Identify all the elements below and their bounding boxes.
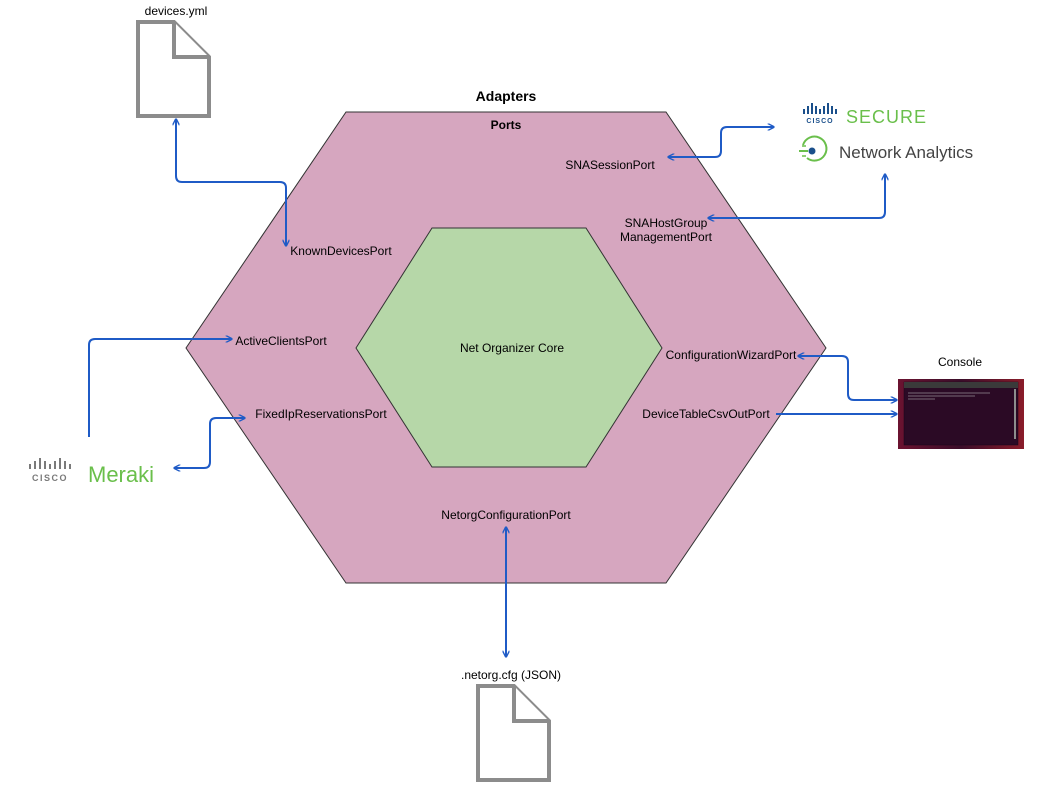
port-config-wizard: ConfigurationWizardPort [666,348,797,362]
core-hexagon [355,227,663,468]
cisco-secure-logo: CISCO SECURE [803,103,927,127]
arrow-fixed-ip-to-meraki [174,418,245,468]
console-label: Console [938,355,982,369]
meraki-cisco-word: CISCO [32,473,68,483]
port-known-devices: KnownDevicesPort [290,244,392,258]
port-sna-session: SNASessionPort [565,158,655,172]
file-label-netorg-cfg: .netorg.cfg (JSON) [461,668,561,682]
port-fixed-ip: FixedIpReservationsPort [255,407,387,421]
port-sna-hostgroup-line2: ManagementPort [620,230,713,244]
arrow-meraki-to-active-clients [88,339,232,437]
meraki-word: Meraki [88,462,154,487]
cisco-meraki-logo: CISCO Meraki [29,458,154,487]
arrow-config-wizard-to-console [798,356,897,400]
arrow-known-devices-to-devices-yml [176,119,286,246]
port-netorg-config: NetorgConfigurationPort [441,508,571,522]
adapters-title: Adapters [476,88,537,104]
file-label-devices-yml: devices.yml [145,4,208,18]
arrow-sna-session-to-secure [668,127,774,157]
network-analytics-text: Network Analytics [839,143,973,162]
console-window-image [898,379,1024,449]
core-label: Net Organizer Core [460,341,564,355]
port-active-clients: ActiveClientsPort [235,334,327,348]
cisco-word: CISCO [806,118,833,125]
network-analytics-logo: Network Analytics [799,135,973,162]
file-icon-netorg-cfg [476,684,551,782]
port-sna-hostgroup-line1: SNAHostGroup [625,216,708,230]
secure-word: SECURE [846,107,927,127]
ports-title: Ports [491,118,522,132]
port-device-table-csv: DeviceTableCsvOutPort [642,407,770,421]
arrow-sna-hostgroup-to-analytics [708,174,885,218]
network-analytics-icon [799,135,828,162]
file-icon-devices-yml [136,20,211,118]
